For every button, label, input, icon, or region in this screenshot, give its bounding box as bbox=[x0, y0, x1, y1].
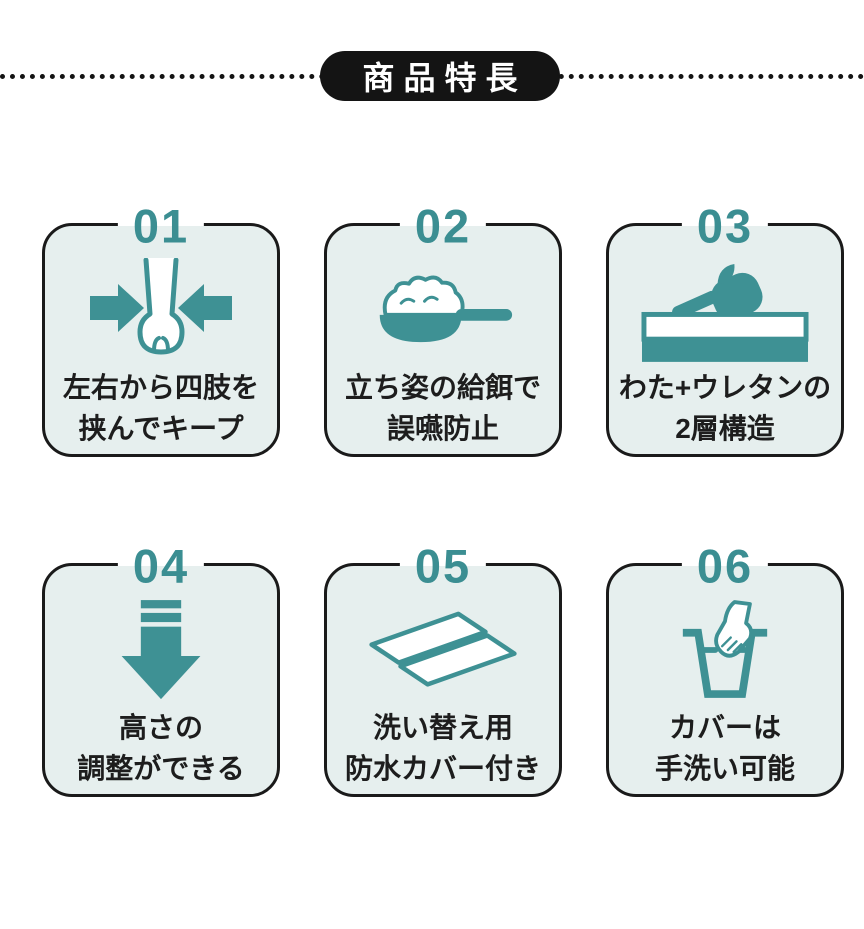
card-caption: わた+ウレタンの 2層構造 bbox=[619, 368, 831, 449]
card-number: 02 bbox=[399, 202, 487, 250]
feature-card-03: 03 わた+ウレタンの 2層構造 bbox=[606, 202, 844, 457]
squeeze-paw-icon bbox=[88, 256, 234, 364]
two-layer-cushion-icon bbox=[641, 256, 809, 364]
waterproof-covers-icon bbox=[368, 596, 518, 704]
section-title-pill: 商品特長 bbox=[320, 51, 560, 101]
height-adjust-arrow-icon bbox=[117, 596, 205, 704]
caption-line-1: 立ち姿の給餌で bbox=[344, 372, 541, 403]
card-caption: 立ち姿の給餌で 誤嚥防止 bbox=[345, 368, 541, 449]
card-number: 05 bbox=[399, 542, 487, 590]
feature-card-02: 02 立ち姿の給餌で 誤嚥防止 bbox=[324, 202, 562, 457]
caption-line-1: 高さの bbox=[118, 712, 203, 743]
card-caption: 左右から四肢を 挟んでキープ bbox=[63, 368, 259, 449]
feature-card-04: 04 高さの 調整ができる bbox=[42, 542, 280, 797]
feature-card-05: 05 洗い替え用 防水カバー付き bbox=[324, 542, 562, 797]
section-title: 商品特長 bbox=[362, 60, 527, 96]
caption-line-1: 左右から四肢を bbox=[62, 372, 259, 403]
card-number: 01 bbox=[117, 202, 205, 250]
caption-line-2: 手洗い可能 bbox=[654, 752, 795, 784]
caption-line-2: 調整ができる bbox=[77, 752, 245, 784]
card-caption: カバーは 手洗い可能 bbox=[655, 708, 795, 789]
feature-card-01: 01 左右から四肢を 挟んでキープ bbox=[42, 202, 280, 457]
caption-line-2: 挟んでキープ bbox=[78, 412, 244, 444]
card-caption: 洗い替え用 防水カバー付き bbox=[345, 708, 541, 789]
caption-line-2: 防水カバー付き bbox=[344, 752, 541, 784]
caption-line-1: 洗い替え用 bbox=[372, 712, 513, 743]
card-number: 03 bbox=[681, 202, 769, 250]
card-number: 06 bbox=[681, 542, 769, 590]
feature-card-grid: 01 左右から四肢を 挟んでキープ 02 bbox=[42, 202, 844, 797]
card-caption: 高さの 調整ができる bbox=[77, 708, 244, 789]
card-number: 04 bbox=[117, 542, 205, 590]
caption-line-2: 誤嚥防止 bbox=[386, 412, 499, 444]
feeding-spoon-icon bbox=[370, 256, 516, 364]
caption-line-1: わた+ウレタンの bbox=[618, 372, 832, 403]
feature-card-06: 06 カバーは 手洗い可能 bbox=[606, 542, 844, 797]
hand-wash-icon bbox=[679, 596, 771, 704]
caption-line-1: カバーは bbox=[668, 712, 781, 743]
caption-line-2: 2層構造 bbox=[675, 412, 775, 444]
